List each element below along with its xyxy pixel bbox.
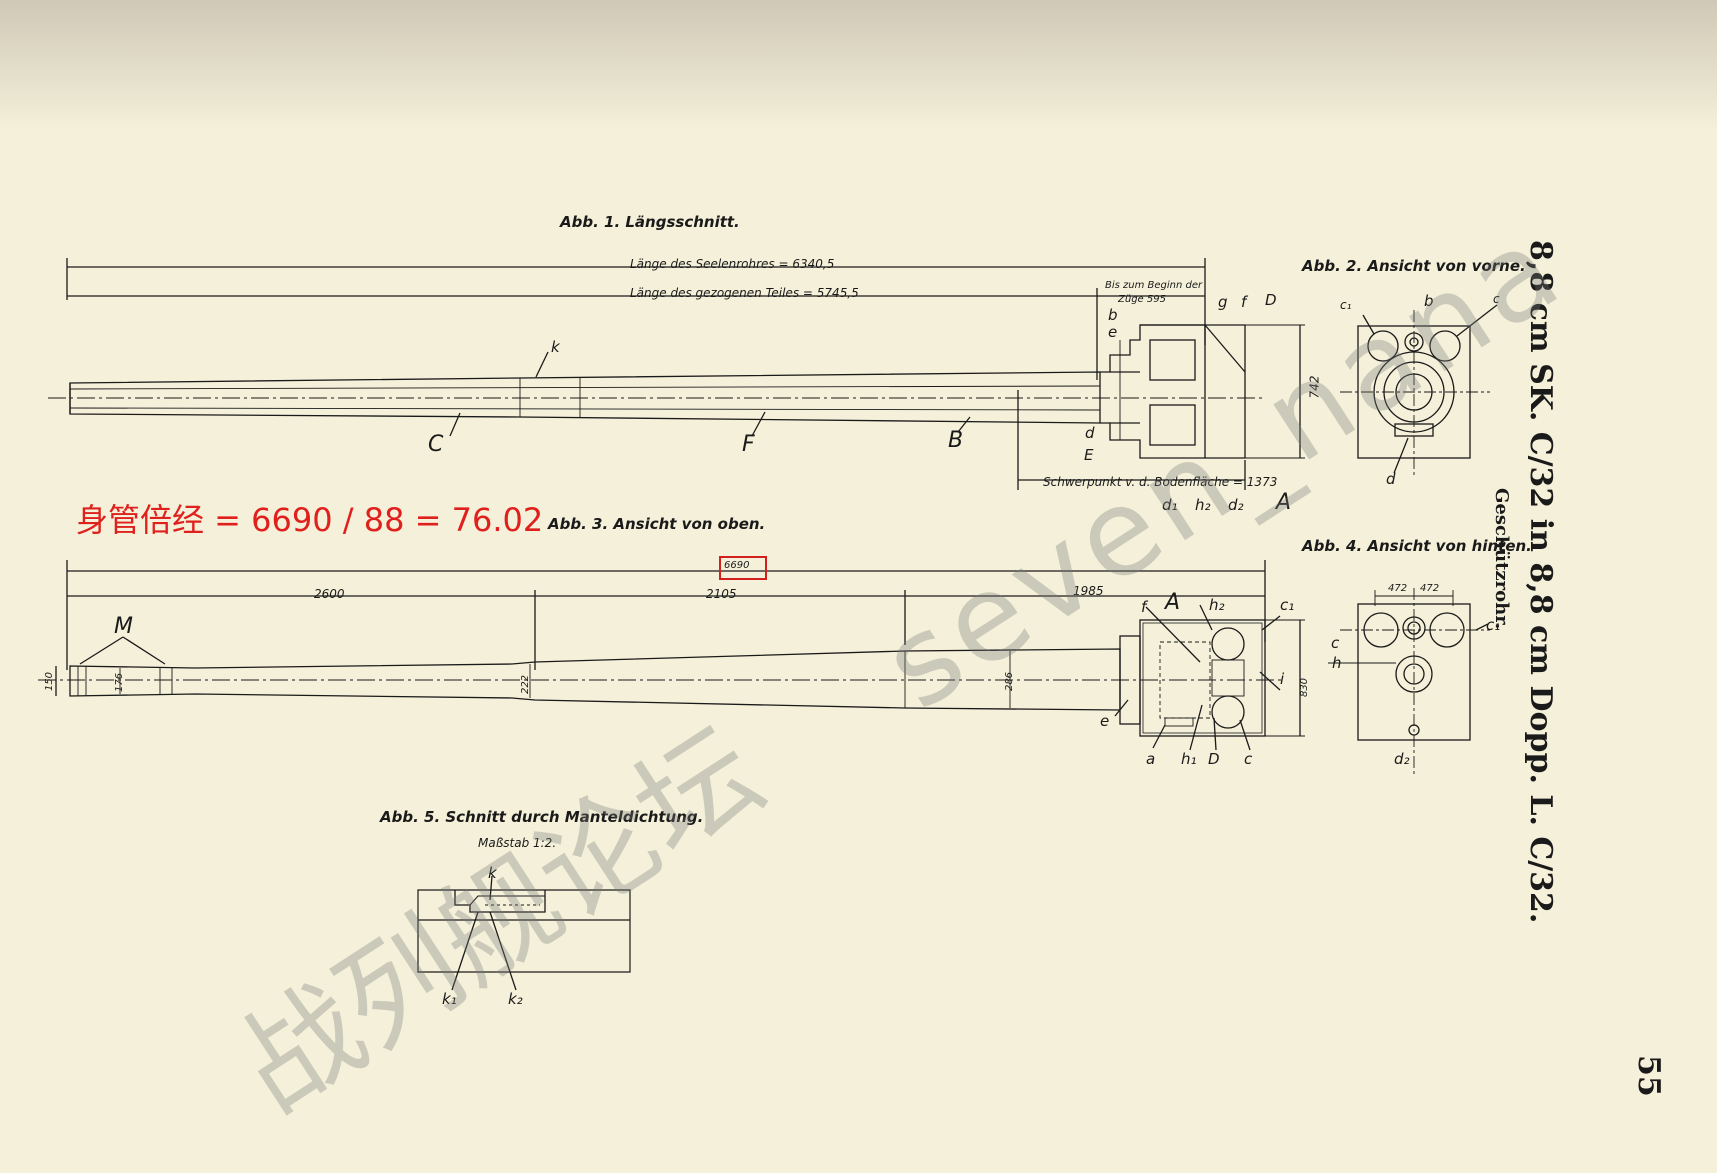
fig1-label-C: C <box>428 432 444 457</box>
fig5-seal-section <box>417 875 631 991</box>
overall-length-highlight-box <box>719 556 767 580</box>
fig3-top-view <box>38 560 1305 751</box>
fig3-label-f: f <box>1141 598 1147 616</box>
fig3-label-c1: c₁ <box>1280 596 1295 614</box>
fig2-caption: Abb. 2. Ansicht von vorne. <box>1302 257 1526 275</box>
fig1-label-e: e <box>1108 323 1118 341</box>
fig1-label-B: B <box>948 428 964 453</box>
fig3-label-D: D <box>1208 750 1220 768</box>
center-of-gravity-dimension: Schwerpunkt v. d. Bodenfläche = 1373 <box>1043 475 1278 489</box>
fig5-label-k: k <box>488 864 497 882</box>
fig3-caption: Abb. 3. Ansicht von oben. <box>548 515 766 533</box>
fig1-label-g: g <box>1218 293 1228 311</box>
page-top-shadow <box>0 0 1717 130</box>
fig2-front-view <box>1340 304 1498 478</box>
fig1-label-F: F <box>742 432 755 457</box>
fig5-caption: Abb. 5. Schnitt durch Manteldichtung. <box>380 808 704 826</box>
dim-150: 150 <box>44 671 56 692</box>
fig1-label-b: b <box>1108 306 1118 324</box>
dim-1985: 1985 <box>1073 584 1104 598</box>
fig3-label-e: e <box>1100 712 1110 730</box>
fig1-label-d: d <box>1085 424 1095 442</box>
rifling-start-line1: Bis zum Beginn der <box>1105 280 1203 291</box>
rifling-start-line2: Züge 595 <box>1118 294 1166 305</box>
fig3-label-A: A <box>1165 590 1181 615</box>
fig5-label-k2: k₂ <box>508 990 523 1008</box>
fig4-rear-view <box>1328 588 1490 776</box>
dim-176: 176 <box>114 672 126 693</box>
fig1-caption: Abb. 1. Längsschnitt. <box>560 213 740 231</box>
caliber-annotation: 身管倍经 = 6690 / 88 = 76.02 <box>76 501 544 539</box>
fig3-label-i: i <box>1280 670 1285 688</box>
fig2-label-d: d <box>1386 470 1396 488</box>
dim-2600: 2600 <box>314 587 345 601</box>
fig1-label-h2: h₂ <box>1195 496 1211 514</box>
dim-6690: 6690 <box>724 560 750 571</box>
fig3-label-h1: h₁ <box>1181 750 1197 768</box>
dim-2105: 2105 <box>706 587 737 601</box>
fig5-label-k1: k₁ <box>442 990 457 1008</box>
page-subtitle: Geschützrohr. <box>1491 488 1512 630</box>
fig4-label-d2: d₂ <box>1394 750 1410 768</box>
fig5-scale: Maßstab 1:2. <box>478 836 557 850</box>
fig3-label-M: M <box>114 614 133 639</box>
fig2-label-c1: c₁ <box>1340 298 1352 312</box>
fig3-label-h2: h₂ <box>1209 596 1225 614</box>
fig4-label-c: c <box>1331 634 1340 652</box>
fig1-label-d2: d₂ <box>1228 496 1244 514</box>
fig1-label-d1: d₁ <box>1162 496 1178 514</box>
fig1-longitudinal-section <box>48 258 1305 490</box>
fig1-label-k: k <box>551 338 560 356</box>
fig3-label-a: a <box>1146 750 1156 768</box>
fig2-label-b: b <box>1424 292 1434 310</box>
page-number: 55 <box>1631 1055 1666 1097</box>
fig1-label-f: f <box>1241 293 1247 311</box>
rifled-length-dimension: Länge des gezogenen Teiles = 5745,5 <box>630 286 859 300</box>
dim-830: 830 <box>1299 677 1311 698</box>
dim-472-left: 472 <box>1388 583 1408 594</box>
dim-472-right: 472 <box>1420 583 1440 594</box>
fig1-label-D: D <box>1265 291 1277 309</box>
fig1-label-E: E <box>1084 446 1094 464</box>
fig4-caption: Abb. 4. Ansicht von hinten. <box>1302 537 1532 555</box>
fig2-label-c: c <box>1493 292 1500 306</box>
bore-length-dimension: Länge des Seelenrohres = 6340,5 <box>630 257 835 271</box>
fig4-label-h: h <box>1332 654 1342 672</box>
fig1-label-A: A <box>1276 490 1292 515</box>
dim-222: 222 <box>520 674 532 695</box>
fig4-label-c1: c₁ <box>1486 616 1501 634</box>
fig3-label-c: c <box>1244 750 1253 768</box>
